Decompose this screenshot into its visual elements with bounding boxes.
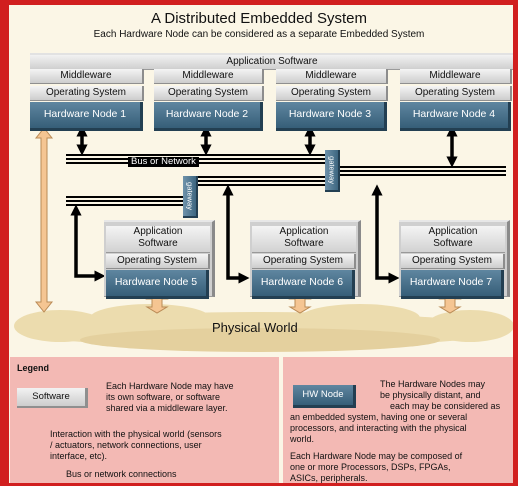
node5-app-line2: Software [138, 238, 178, 249]
node7-app-line2: Software [433, 238, 473, 249]
legend-hw-line3: each may be considered as [390, 401, 501, 411]
border-left [0, 0, 9, 486]
hardware-node-1: Hardware Node 1 [30, 102, 143, 131]
legend-hw-comp-line1: Each Hardware Node may be composed of [290, 451, 463, 461]
gateway-right-label: gateway [327, 156, 336, 184]
middleware-node4: Middleware [400, 69, 512, 84]
legend-hw-comp-line3: ASICs, peripherals. [290, 473, 368, 483]
os-node4: Operating System [400, 86, 512, 101]
middleware-node3: Middleware [276, 69, 388, 84]
middleware-node2: Middleware [154, 69, 264, 84]
legend-hw-line2: be physically distant, and [380, 390, 481, 400]
os-node2: Operating System [154, 86, 264, 101]
legend-software-line3: shared via a middleware layer. [106, 403, 228, 413]
diagram-title: A Distributed Embedded System [151, 10, 367, 27]
hardware-node-4: Hardware Node 4 [400, 102, 511, 131]
application-software-layer: Application Software [30, 53, 514, 70]
node5-os: Operating System [106, 254, 210, 269]
middleware-node1: Middleware [30, 69, 144, 84]
gateway-right: gateway [325, 150, 340, 192]
legend-hw-comp-line2: one or more Processors, DSPs, FPGAs, [290, 462, 451, 472]
diagram-subtitle: Each Hardware Node can be considered as … [93, 29, 425, 40]
hardware-node-5: Hardware Node 5 [106, 270, 209, 299]
physical-arrow-node1 [34, 127, 54, 313]
hardware-node-6: Hardware Node 6 [252, 270, 355, 299]
legend-software-sample: Software [17, 388, 88, 408]
physical-world-label: Physical World [212, 320, 298, 335]
legend-hw-line6: world. [290, 434, 315, 444]
node7-application-software: Application Software [401, 226, 505, 253]
legend-bus-text: Bus or network connections [66, 469, 177, 479]
node7-app-line1: Application [428, 226, 478, 237]
node6-os: Operating System [252, 254, 356, 269]
legend-hw-line1: The Hardware Nodes may [380, 379, 486, 389]
border-right [513, 0, 518, 486]
legend-hw-node-sample: HW Node [293, 385, 356, 408]
bus-network-label: Bus or Network [128, 157, 199, 167]
node5-application-software: Application Software [106, 226, 210, 253]
legend-divider [279, 357, 283, 483]
legend-hw-line5: processors, and interacting with the phy… [290, 423, 467, 433]
node6-application-software: Application Software [252, 226, 356, 253]
border-bottom [0, 483, 518, 486]
node6-app-line1: Application [279, 226, 329, 237]
legend-panel: Legend Software Each Hardware Node may h… [10, 357, 513, 483]
bus-network-upper [66, 154, 506, 186]
legend-software-line1: Each Hardware Node may have [106, 381, 234, 391]
hardware-node-7: Hardware Node 7 [401, 270, 504, 299]
hardware-node-3: Hardware Node 3 [276, 102, 387, 131]
node5-app-line1: Application [133, 226, 183, 237]
legend-hw-line4: an embedded system, having one or severa… [290, 412, 468, 422]
bus-connections [70, 125, 458, 284]
legend-physical-line3: interface, etc). [50, 451, 108, 461]
node7-os: Operating System [401, 254, 505, 269]
legend-physical-line1: Interaction with the physical world (sen… [50, 429, 222, 439]
legend-software-line2: its own software, or software [106, 392, 221, 402]
border-top [0, 0, 518, 5]
gateway-left: gateway [183, 176, 198, 218]
hardware-node-2: Hardware Node 2 [154, 102, 263, 131]
legend-title: Legend [17, 363, 50, 373]
os-node1: Operating System [30, 86, 144, 101]
os-node3: Operating System [276, 86, 388, 101]
node6-app-line2: Software [284, 238, 324, 249]
legend-physical-line2: / actuators, network connections, user [50, 440, 202, 450]
gateway-left-label: gateway [185, 182, 194, 210]
physical-world-cloud [14, 304, 514, 352]
bus-network-lower [66, 196, 184, 206]
